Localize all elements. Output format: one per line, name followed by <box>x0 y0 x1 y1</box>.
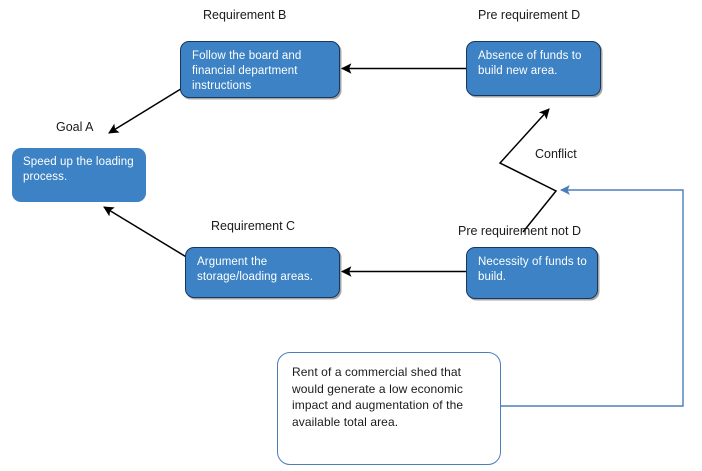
edge-conflict-zigzag <box>498 108 558 233</box>
caption-requirement-c: Requirement C <box>211 219 296 233</box>
caption-pre-requirement-not-d: Pre requirement not D <box>458 224 581 238</box>
caption-pre-requirement-d: Pre requirement D <box>478 8 581 22</box>
node-requirement-c[interactable]: Argument the storage/loading areas. <box>185 247 340 298</box>
node-pre-requirement-d[interactable]: Absence of funds to build new area. <box>466 41 601 96</box>
node-injection[interactable]: Rent of a commercial shed that would gen… <box>277 352 501 465</box>
node-goal-a[interactable]: Speed up the loading process. <box>12 148 146 202</box>
node-requirement-b[interactable]: Follow the board and financial departmen… <box>180 41 340 98</box>
edge-b-to-goal-a <box>108 86 185 134</box>
node-pre-requirement-not-d[interactable]: Necessity of funds to build. <box>466 247 598 299</box>
caption-goal-a: Goal A <box>56 120 94 134</box>
edge-c-to-goal-a <box>103 206 189 259</box>
caption-conflict: Conflict <box>535 147 577 161</box>
caption-requirement-b: Requirement B <box>203 8 287 22</box>
